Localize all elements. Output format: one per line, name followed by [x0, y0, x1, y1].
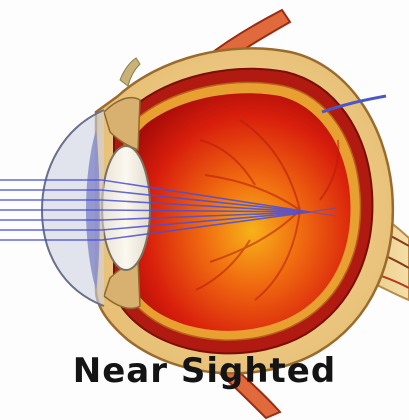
diagram-caption: Near Sighted	[0, 354, 409, 388]
lens	[102, 146, 150, 270]
cornea	[42, 110, 104, 306]
